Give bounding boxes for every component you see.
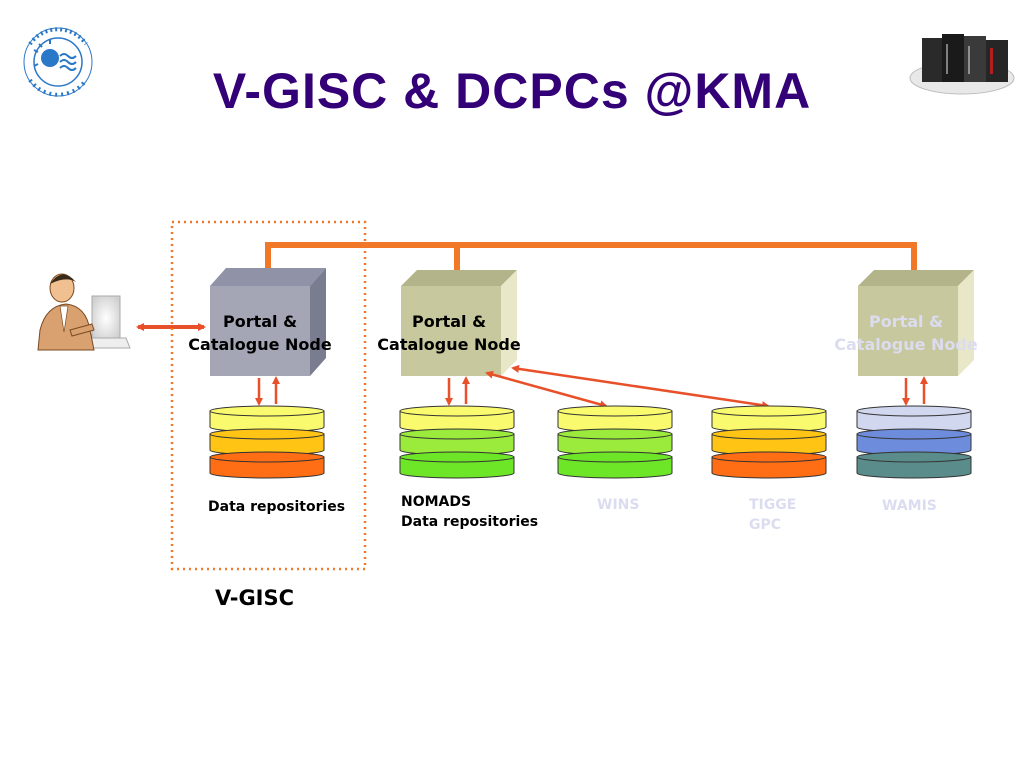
repo-label-wamis: WAMIS bbox=[882, 496, 937, 516]
repo-disk bbox=[856, 428, 972, 456]
repo-stack-wamis bbox=[856, 405, 972, 479]
repo-disk bbox=[399, 451, 515, 479]
node-label-vgisc: Portal & Catalogue Node bbox=[185, 310, 335, 356]
node-label-nomads: Portal & Catalogue Node bbox=[374, 310, 524, 356]
node-label-wamis: Portal & Catalogue Node bbox=[831, 310, 981, 356]
repo-label-line1: WINS bbox=[597, 497, 640, 513]
page-title: V-GISC & DCPCs @KMA bbox=[212, 63, 812, 119]
repo-label-tigge: TIGGE GPC bbox=[749, 495, 796, 535]
repo-label-line1: NOMADS bbox=[401, 494, 472, 510]
repo-disk bbox=[711, 451, 827, 479]
repo-label-wins: WINS bbox=[597, 495, 639, 515]
network-bus bbox=[265, 242, 917, 273]
vgisc-frame bbox=[170, 220, 367, 571]
repo-label-line1: Data repositories bbox=[208, 499, 346, 515]
repo-disk bbox=[399, 428, 515, 456]
server-rack-icon bbox=[909, 34, 1015, 95]
repo-label-line1: TIGGE bbox=[749, 497, 797, 513]
node-label-line2: Catalogue Node bbox=[377, 335, 521, 354]
repo-disk bbox=[209, 451, 325, 479]
repo-label-line2: Data repositories bbox=[401, 514, 539, 530]
repo-disk bbox=[856, 451, 972, 479]
node-label-line1: Portal & bbox=[411, 312, 487, 331]
cross-links bbox=[485, 364, 770, 410]
repo-disk bbox=[711, 405, 827, 433]
node-label-line2: Catalogue Node bbox=[834, 335, 978, 354]
repo-disk bbox=[557, 451, 673, 479]
repo-stack-tigge bbox=[711, 405, 827, 479]
node-repo-links bbox=[255, 376, 928, 406]
repo-disk bbox=[557, 428, 673, 456]
portal-node-wamis bbox=[858, 270, 974, 376]
user-at-computer-icon bbox=[37, 273, 131, 351]
repo-label-line2: GPC bbox=[749, 517, 782, 533]
repository-stacks bbox=[209, 405, 972, 479]
portal-node-vgisc bbox=[210, 268, 326, 376]
repo-disk bbox=[711, 428, 827, 456]
repo-disk bbox=[209, 428, 325, 456]
repo-disk bbox=[399, 405, 515, 433]
vgisc-caption: V-GISC bbox=[215, 586, 295, 610]
node-label-line1: Portal & bbox=[868, 312, 944, 331]
repo-label-nomads: NOMADS Data repositories bbox=[401, 492, 538, 532]
node-label-line1: Portal & bbox=[222, 312, 298, 331]
node-label-line2: Catalogue Node bbox=[188, 335, 332, 354]
kma-logo-icon bbox=[23, 27, 93, 97]
repo-label-vgisc: Data repositories bbox=[208, 497, 345, 517]
repo-disk bbox=[209, 405, 325, 433]
repo-stack-wins bbox=[557, 405, 673, 479]
portal-node-nomads bbox=[401, 270, 517, 376]
repo-stack-vgisc bbox=[209, 405, 325, 479]
repo-label-line1: WAMIS bbox=[882, 498, 937, 514]
repo-disk bbox=[856, 405, 972, 433]
repo-stack-nomads bbox=[399, 405, 515, 479]
repo-disk bbox=[557, 405, 673, 433]
